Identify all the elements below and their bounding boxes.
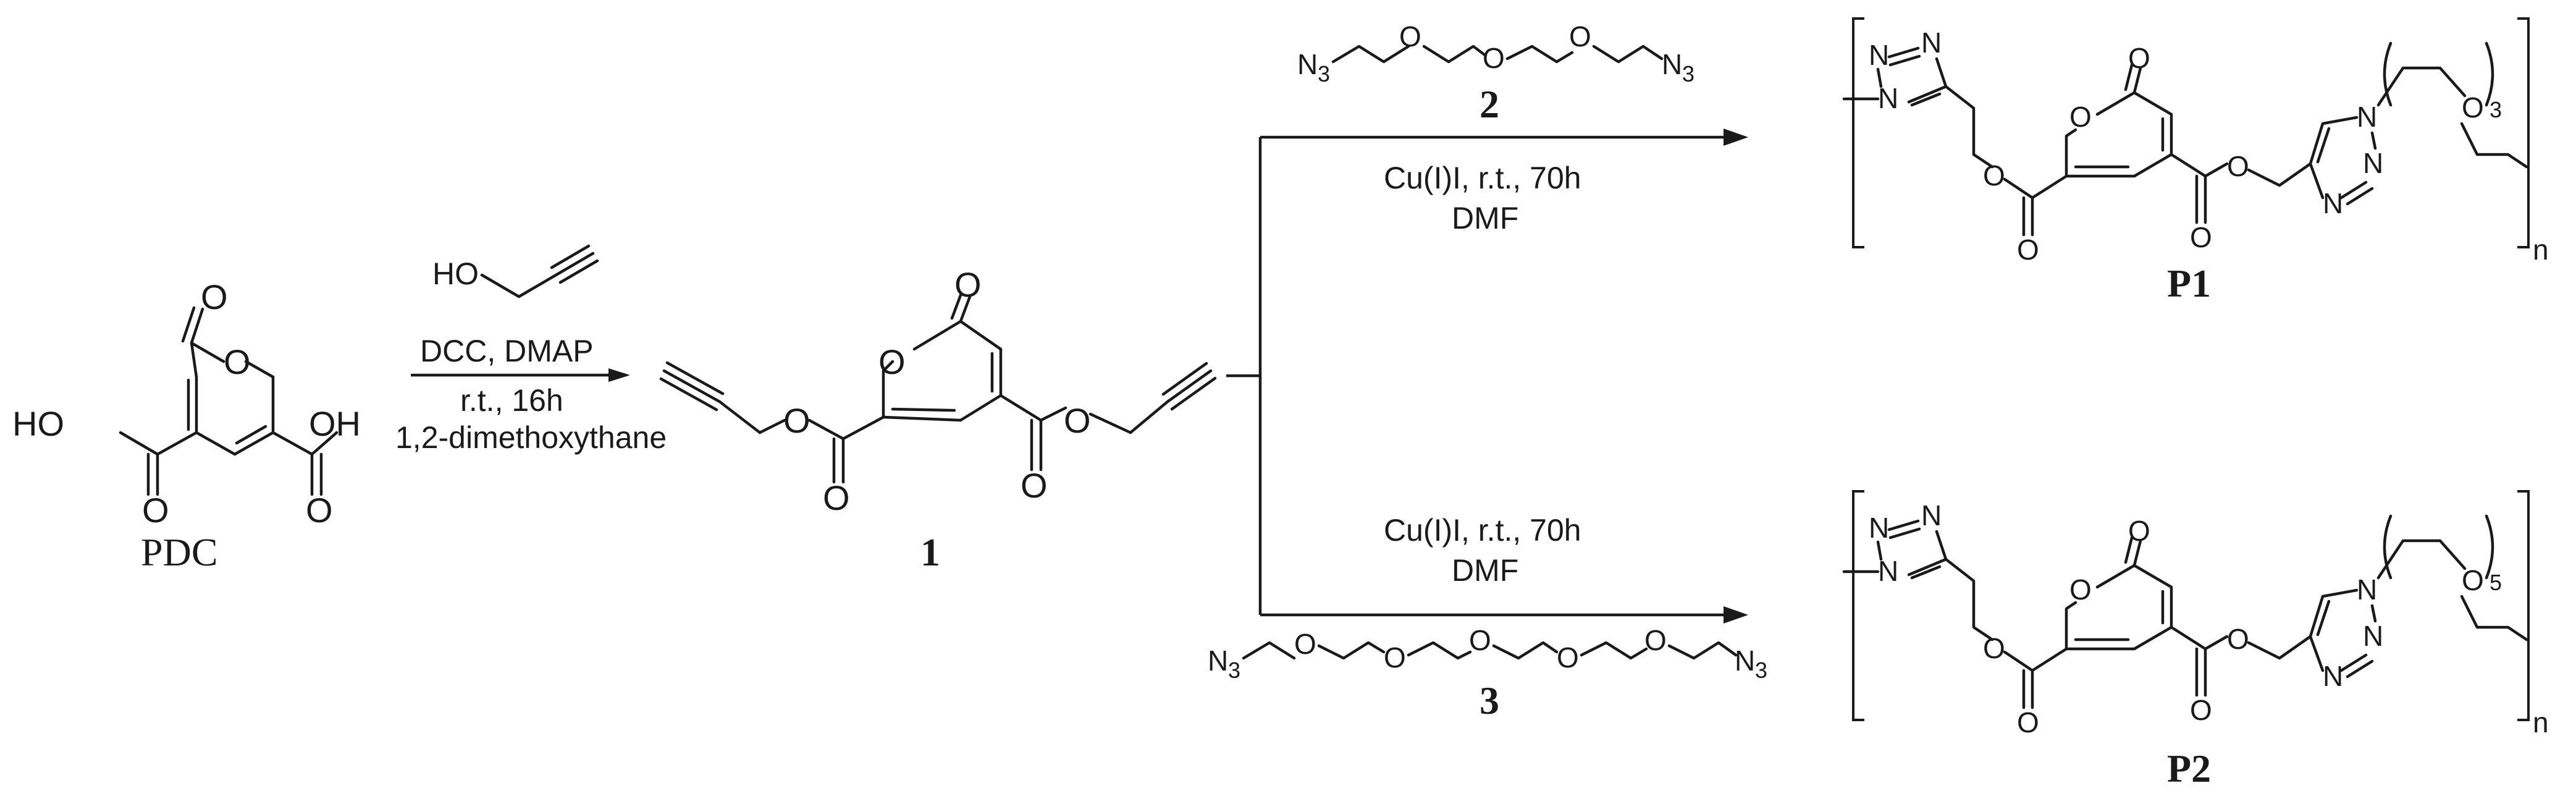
svg-text:3: 3	[1228, 658, 1240, 683]
pdc-o-left: O	[142, 491, 169, 530]
c3-o2: O	[1384, 641, 1406, 674]
c1-ester-o-right: O	[1064, 401, 1091, 440]
polymer-p2-structure: n N N N O O O O O O N N N	[1842, 490, 2549, 790]
c1-ring-o: O	[878, 342, 906, 381]
step3-reagents: Cu(I)I, r.t., 70h	[1384, 513, 1581, 548]
p2-tz-n3: N	[1921, 499, 1942, 531]
p1-repeat-n: n	[2533, 234, 2549, 266]
pdc-ring-o: O	[224, 342, 251, 381]
c1-carbonyl-o: O	[954, 265, 982, 304]
svg-text:3: 3	[1318, 61, 1330, 87]
p2-ester-o-right: O	[2227, 623, 2249, 655]
p1-ring-o: O	[2069, 101, 2092, 133]
branch-arrows	[1226, 129, 1748, 624]
p1-carbonyl-o-right: O	[2190, 221, 2212, 253]
c3-n3-right: N	[1735, 645, 1755, 677]
p2-tz2-n3: N	[2323, 660, 2343, 692]
c3-o4: O	[1557, 641, 1579, 674]
c1-ester-o-left: O	[783, 401, 810, 440]
step2-solvent: DMF	[1452, 201, 1518, 235]
c1-carbonyl-o-left: O	[823, 478, 850, 517]
p1-peg-count: 3	[2490, 97, 2502, 122]
p2-peg-count: 5	[2490, 570, 2502, 595]
compound-1-label: 1	[920, 530, 940, 574]
p1-ester-o-left: O	[1983, 159, 2005, 192]
svg-text:3: 3	[1682, 61, 1694, 87]
p2-repeat-n: n	[2533, 706, 2549, 738]
c3-o5: O	[1644, 624, 1667, 656]
pdc-label: PDC	[141, 530, 218, 574]
svg-text:3: 3	[1755, 658, 1767, 683]
c3-n3-left: N	[1208, 645, 1228, 677]
p2-carbonyl-o-right: O	[2190, 694, 2212, 726]
p1-tz-n2: N	[1869, 39, 1889, 71]
p1-tz2-n2: N	[2363, 147, 2383, 179]
compound-2-structure: N 3 O O O N 3 2	[1297, 20, 1694, 126]
step1-temp-time: r.t., 16h	[460, 383, 563, 418]
polymer-p2-label: P2	[2167, 747, 2211, 790]
compound-1-structure: O O O O O O 1	[659, 265, 1217, 574]
c3-o3: O	[1469, 624, 1491, 656]
pdc-oh-label: OH	[309, 404, 361, 443]
c2-n3-left: N	[1297, 48, 1318, 80]
propargyl-alcohol-ho: HO	[432, 256, 479, 291]
c2-o2: O	[1483, 42, 1505, 74]
p1-ester-o-right: O	[2227, 150, 2249, 182]
polymer-p1-label: P1	[2167, 261, 2211, 305]
step1-conditions: HO DCC, DMAP r.t., 16h 1,2-dimethoxythan…	[395, 244, 667, 455]
pdc-o-right: O	[306, 491, 333, 530]
p1-peg-o: O	[2462, 91, 2484, 124]
p2-peg-o: O	[2462, 564, 2484, 596]
c3-o1: O	[1294, 628, 1316, 660]
p2-carbonyl-o-top: O	[2128, 515, 2150, 547]
compound-2-label: 2	[1480, 82, 1499, 126]
compound-3-structure: N 3 O O O O O N 3 3	[1208, 624, 1767, 722]
p2-ring-o: O	[2069, 573, 2092, 606]
pdc-carbonyl-o: O	[201, 277, 228, 316]
p2-tz-n2: N	[1869, 512, 1889, 544]
p1-carbonyl-o-top: O	[2128, 42, 2150, 74]
step1-solvent: 1,2-dimethoxythane	[395, 420, 667, 455]
compound-3-label: 3	[1480, 679, 1499, 722]
c1-carbonyl-o-right: O	[1021, 466, 1048, 505]
c2-o1: O	[1399, 20, 1421, 53]
polymer-p1-structure: n N N N O O O O O O	[1842, 17, 2549, 305]
p1-tz2-n1: N	[2357, 101, 2377, 133]
c2-n3-right: N	[1662, 48, 1682, 80]
step3-solvent: DMF	[1452, 553, 1518, 588]
pdc-structure: O O HO O O OH PDC	[12, 277, 361, 574]
step2-reagents: Cu(I)I, r.t., 70h	[1384, 161, 1581, 195]
p1-tz2-n3: N	[2323, 187, 2343, 219]
p2-carbonyl-o-left: O	[2017, 706, 2039, 738]
p2-tz2-n1: N	[2357, 573, 2377, 606]
p2-ester-o-left: O	[1983, 632, 2005, 664]
p2-tz2-n2: N	[2363, 620, 2383, 652]
pdc-ho-label: HO	[12, 404, 64, 443]
step1-reagents: DCC, DMAP	[420, 334, 594, 368]
p1-carbonyl-o-left: O	[2017, 234, 2039, 266]
c2-o3: O	[1569, 20, 1591, 53]
p1-tz-n3: N	[1921, 27, 1942, 59]
